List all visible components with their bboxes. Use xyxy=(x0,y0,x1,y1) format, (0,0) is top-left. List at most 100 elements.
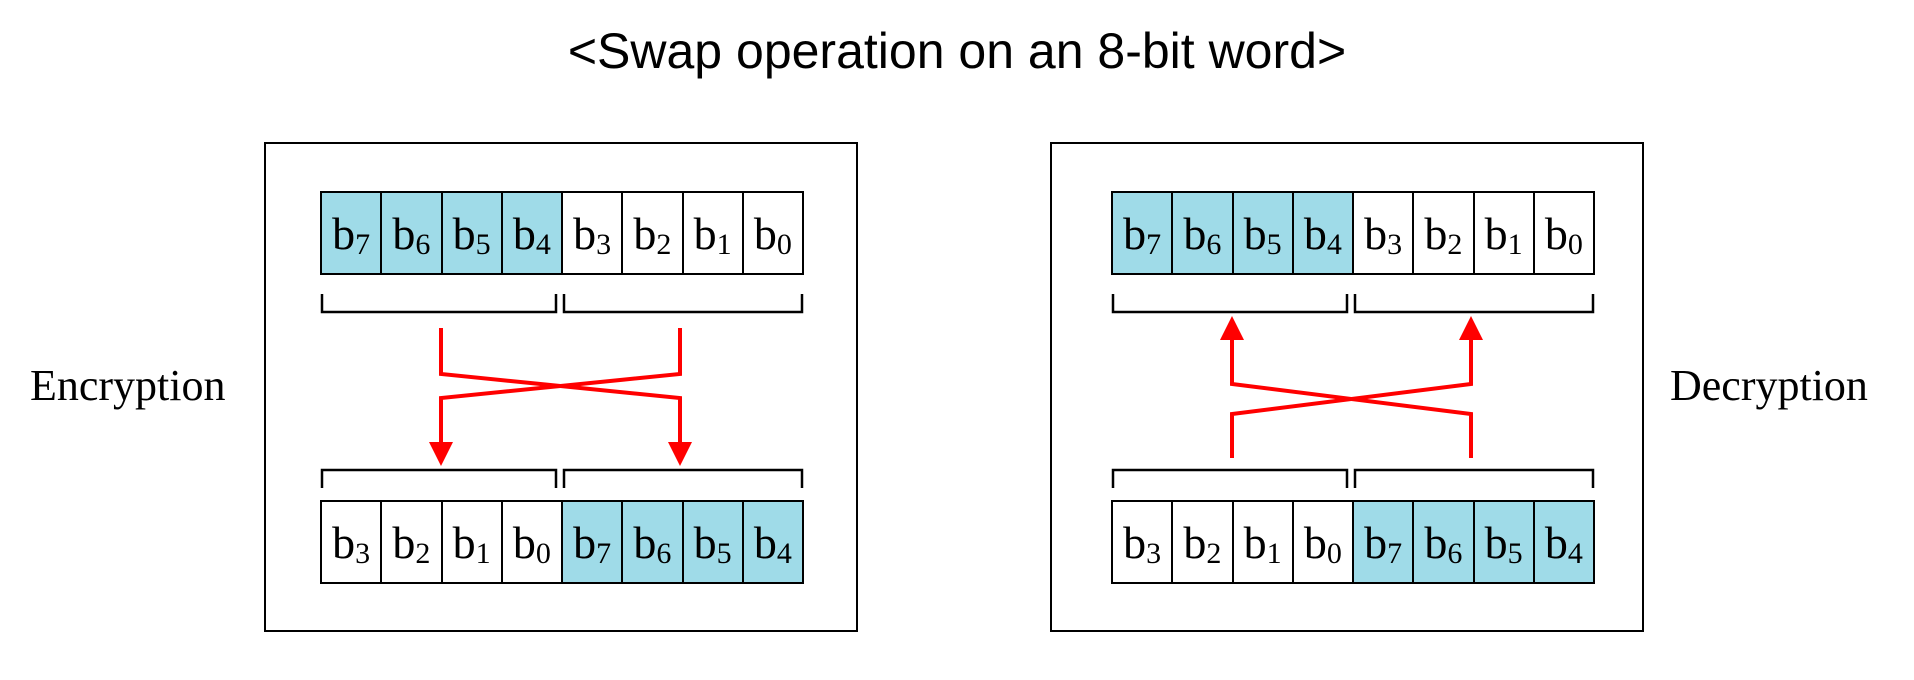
bit-letter: b xyxy=(512,516,536,568)
decryption-label: Decryption xyxy=(1670,361,1868,410)
bit-letter: b xyxy=(753,516,777,568)
decryption-swap-arrows xyxy=(1111,294,1595,488)
bit-letter: b xyxy=(392,516,416,568)
bit-index: 4 xyxy=(776,537,792,570)
bit-index: 2 xyxy=(415,537,431,570)
encryption-label: Encryption xyxy=(30,361,226,410)
bit-index: 1 xyxy=(716,228,732,261)
bottom-left-bracket xyxy=(320,468,558,488)
bit-letter: b xyxy=(1424,516,1448,568)
bit-letter: b xyxy=(1484,516,1508,568)
bit-letter: b xyxy=(1544,516,1568,568)
bit-index: 6 xyxy=(1447,537,1463,570)
bit-index: 3 xyxy=(596,228,612,261)
bit-letter: b xyxy=(1364,207,1388,259)
bit-letter: b xyxy=(512,207,536,259)
bit-letter: b xyxy=(1424,207,1448,259)
bit-index: 0 xyxy=(1567,228,1583,261)
arrowhead-right xyxy=(668,442,692,466)
swap-line-right-up xyxy=(1230,338,1473,458)
top-right-bracket xyxy=(1353,294,1595,314)
encryption-swap-arrows xyxy=(320,294,804,488)
bit-index: 7 xyxy=(1387,537,1403,570)
bit-letter: b xyxy=(392,207,416,259)
bottom-right-bracket xyxy=(1353,468,1595,488)
bit-index: 4 xyxy=(535,228,551,261)
bit-index: 5 xyxy=(475,228,491,261)
arrowhead-right xyxy=(1459,316,1483,340)
bit-index: 3 xyxy=(355,537,371,570)
bit-index: 6 xyxy=(656,537,672,570)
bit-index: 2 xyxy=(1206,537,1222,570)
bit-letter: b xyxy=(1544,207,1568,259)
bit-letter: b xyxy=(1183,207,1207,259)
top-left-bracket xyxy=(1111,294,1349,314)
bit-letter: b xyxy=(1484,207,1508,259)
bit-index: 6 xyxy=(1206,228,1222,261)
bit-letter: b xyxy=(332,516,356,568)
bit-letter: b xyxy=(693,207,717,259)
bit-letter: b xyxy=(1303,207,1327,259)
bit-index: 4 xyxy=(1326,228,1342,261)
bit-letter: b xyxy=(633,516,657,568)
bit-index: 7 xyxy=(1146,228,1162,261)
bit-letter: b xyxy=(1243,207,1267,259)
bit-index: 5 xyxy=(1266,228,1282,261)
bit-letter: b xyxy=(332,207,356,259)
bit-index: 7 xyxy=(355,228,371,261)
diagram-title: <Swap operation on an 8-bit word> xyxy=(567,23,1347,79)
bit-letter: b xyxy=(693,516,717,568)
bit-index: 1 xyxy=(1507,228,1523,261)
bit-index: 0 xyxy=(776,228,792,261)
bit-index: 1 xyxy=(475,537,491,570)
arrowhead-left xyxy=(1220,316,1244,340)
bit-index: 7 xyxy=(596,537,612,570)
bit-letter: b xyxy=(1364,516,1388,568)
bit-index: 0 xyxy=(535,537,551,570)
bit-index: 5 xyxy=(716,537,732,570)
bit-letter: b xyxy=(452,207,476,259)
bit-index: 0 xyxy=(1326,537,1342,570)
bottom-left-bracket xyxy=(1111,468,1349,488)
bit-index: 6 xyxy=(415,228,431,261)
bit-letter: b xyxy=(1303,516,1327,568)
arrowhead-left xyxy=(429,442,453,466)
bit-letter: b xyxy=(573,207,597,259)
bit-index: 2 xyxy=(656,228,672,261)
bit-letter: b xyxy=(633,207,657,259)
bit-letter: b xyxy=(573,516,597,568)
bit-index: 3 xyxy=(1387,228,1403,261)
